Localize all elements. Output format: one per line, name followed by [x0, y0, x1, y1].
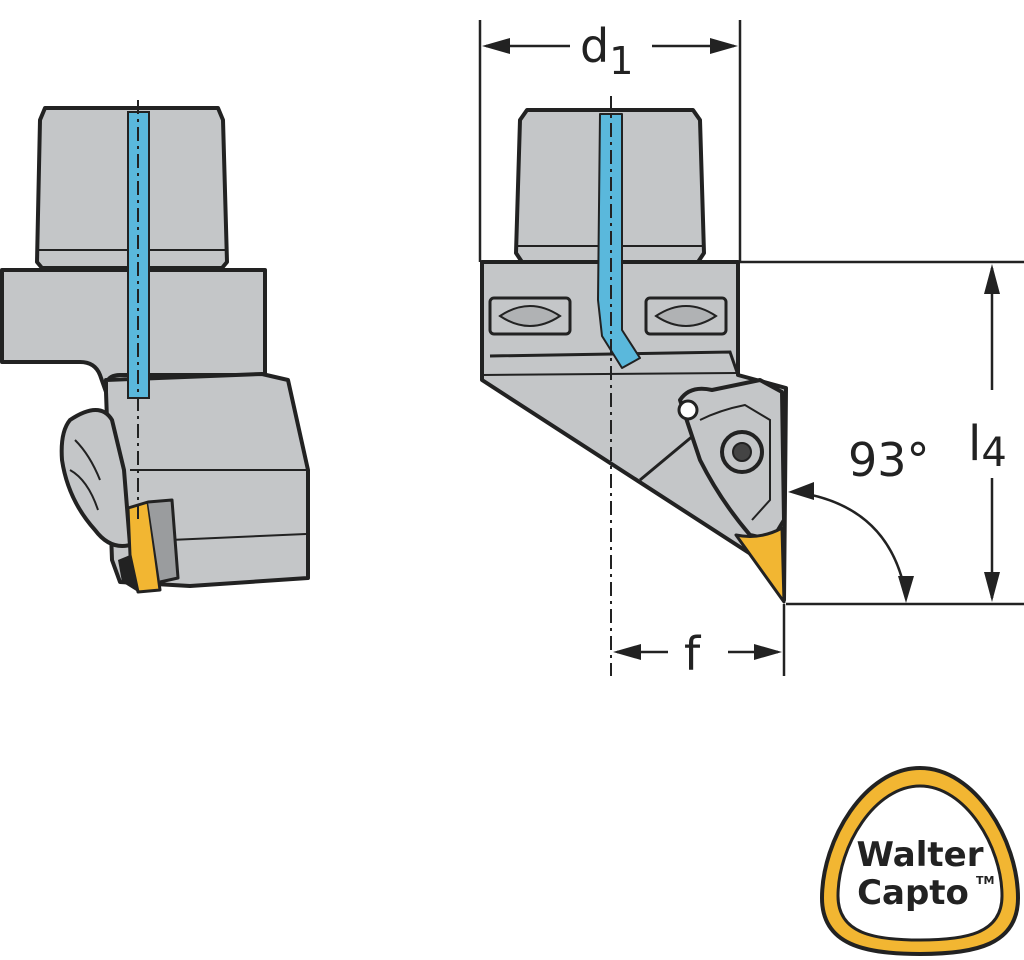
dimension-angle [788, 482, 914, 603]
front-view [480, 96, 788, 676]
dimension-angle-label: 93° [848, 433, 930, 487]
dimension-d1-label: d1 [580, 19, 633, 83]
dimension-f-label: f [684, 627, 702, 681]
dimension-f [613, 604, 786, 676]
logo-trademark: TM [976, 874, 994, 887]
dimension-d1 [478, 20, 742, 262]
front-view-insert [734, 526, 786, 604]
logo-line2: Capto [857, 873, 969, 913]
walter-capto-logo: Walter Capto TM [819, 765, 1021, 957]
dimension-l4-label: l4 [968, 416, 1007, 476]
side-view [0, 100, 310, 594]
dimension-l4 [740, 260, 1024, 606]
logo-line1: Walter [857, 835, 984, 875]
front-view-coolant-channel [597, 113, 641, 369]
